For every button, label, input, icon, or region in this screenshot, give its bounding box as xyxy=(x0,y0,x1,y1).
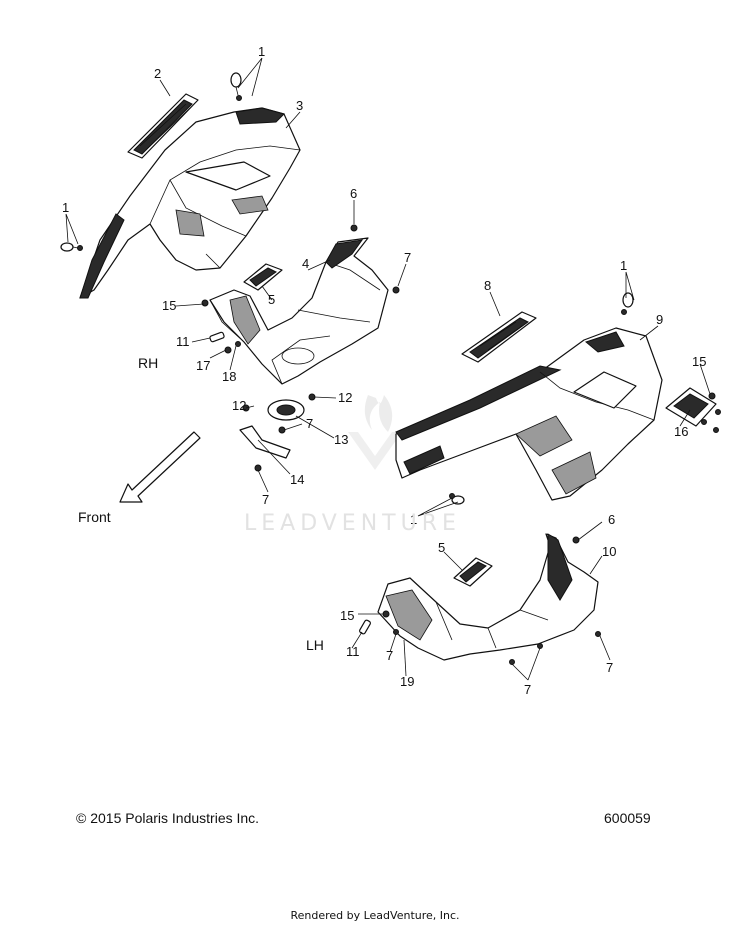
callout-5-rh: 5 xyxy=(268,292,275,307)
callout-15-rh: 15 xyxy=(162,298,176,313)
callout-7-lh-right: 7 xyxy=(606,660,613,675)
callout-11-lh: 11 xyxy=(346,644,360,659)
front-label: Front xyxy=(78,509,111,525)
callout-7-mid: 7 xyxy=(306,416,313,431)
callout-1-left: 1 xyxy=(62,200,69,215)
part-16-vent xyxy=(665,387,721,433)
rh-label: RH xyxy=(138,355,158,371)
callout-3: 3 xyxy=(296,98,303,113)
callout-1-bottom: 1 xyxy=(410,512,417,527)
callout-5-lh: 5 xyxy=(438,540,445,555)
lh-label: LH xyxy=(306,637,324,653)
callout-1-right: 1 xyxy=(620,258,627,273)
callout-19: 19 xyxy=(400,674,414,689)
callout-16: 16 xyxy=(674,424,688,439)
watermark-text: LEADVENTURE xyxy=(244,511,461,536)
copyright-text: © 2015 Polaris Industries Inc. xyxy=(76,810,260,826)
callout-14: 14 xyxy=(290,472,304,487)
part-8-side-vent xyxy=(461,311,537,363)
part-13-grommet xyxy=(242,393,316,434)
callout-7-lh-left: 7 xyxy=(386,648,393,663)
fastener-1-top xyxy=(230,72,242,101)
fastener-1-left xyxy=(60,242,83,252)
part-14-bracket xyxy=(239,425,291,472)
fastener-1-right xyxy=(621,292,634,315)
callout-6-lh: 6 xyxy=(608,512,615,527)
callout-17: 17 xyxy=(196,358,210,373)
callout-13: 13 xyxy=(334,432,348,447)
callout-15-lh: 15 xyxy=(340,608,354,623)
fastener-1-bottom xyxy=(449,493,465,505)
front-arrow-icon xyxy=(119,431,201,503)
callout-12-right: 12 xyxy=(338,390,352,405)
part-5-footrest-lh xyxy=(453,557,493,587)
callout-7-lower: 7 xyxy=(262,492,269,507)
leader-lines xyxy=(65,57,711,681)
part-5-footrest-rh xyxy=(243,263,283,291)
callout-10: 10 xyxy=(602,544,616,559)
callout-9: 9 xyxy=(656,312,663,327)
part-10-lh-panel xyxy=(377,533,599,661)
callout-6-rh: 6 xyxy=(350,186,357,201)
callout-8: 8 xyxy=(484,278,491,293)
part-3-hood xyxy=(79,107,301,299)
callout-15-right: 15 xyxy=(692,354,706,369)
callout-7-rh-top: 7 xyxy=(404,250,411,265)
callout-11-rh: 11 xyxy=(176,334,190,349)
callout-18: 18 xyxy=(222,369,236,384)
callout-12-left: 12 xyxy=(232,398,246,413)
callouts: 1 2 3 1 6 4 7 5 15 11 17 18 12 12 13 7 1… xyxy=(62,44,706,697)
callout-2: 2 xyxy=(154,66,161,81)
watermark-logo xyxy=(348,395,402,470)
rendered-by-text: Rendered by LeadVenture, Inc. xyxy=(290,909,460,922)
part-9-side-panel xyxy=(395,327,663,501)
callout-1-top: 1 xyxy=(258,44,265,59)
rh-small-fasteners xyxy=(201,224,400,354)
callout-7-lh-bottom: 7 xyxy=(524,682,531,697)
part-4-rh-panel xyxy=(209,237,389,385)
part-2-vent xyxy=(127,93,199,159)
document-number: 600059 xyxy=(604,810,651,826)
callout-4: 4 xyxy=(302,256,309,271)
lh-small-fasteners xyxy=(359,536,601,665)
